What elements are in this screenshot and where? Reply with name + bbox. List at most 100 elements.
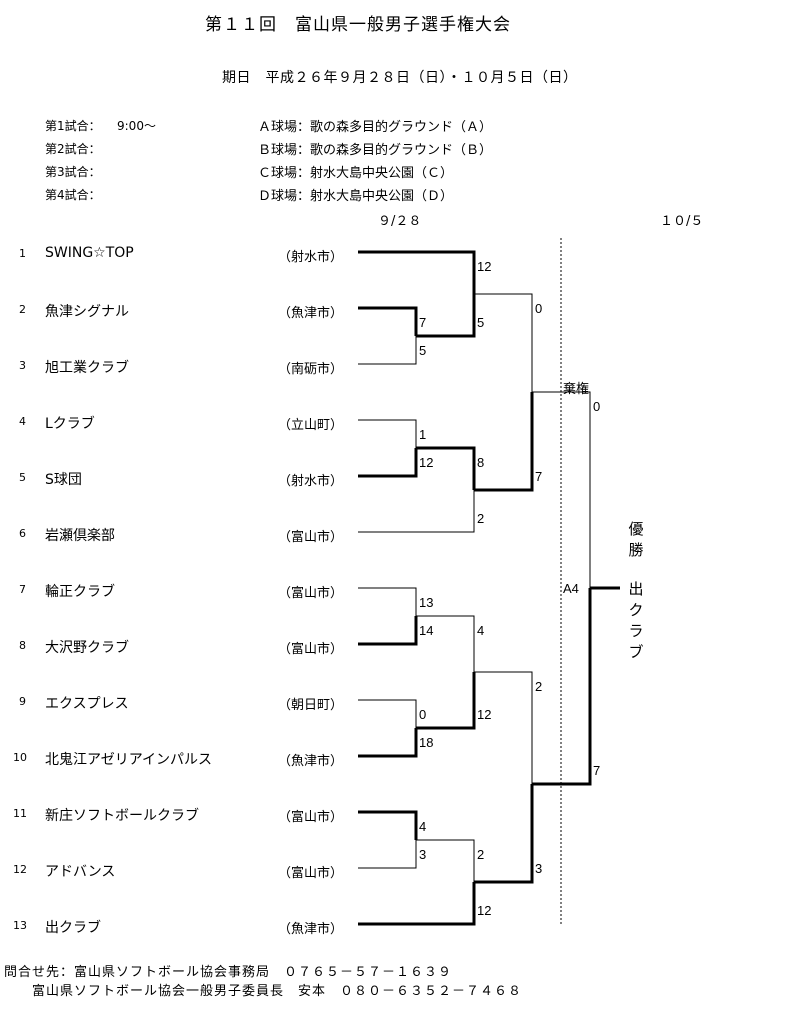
team-city: （朝日町） xyxy=(278,698,344,713)
line-team7 xyxy=(358,587,417,616)
line-team3 xyxy=(358,336,417,365)
team-name: 魚津シグナル xyxy=(45,304,129,320)
team-city: （富山市） xyxy=(278,530,344,545)
team-name: 新庄ソフトボールクラブ xyxy=(45,808,199,824)
line-r1c-winner xyxy=(416,615,475,672)
score-team10: 18 xyxy=(419,735,434,750)
line-r2d-winner xyxy=(474,784,534,884)
team-number: 8 xyxy=(19,639,26,652)
line-team10 xyxy=(358,728,418,758)
team-number: 12 xyxy=(13,863,27,876)
team-city: （富山市） xyxy=(278,866,344,881)
game-1-label: 第1試合： xyxy=(45,119,101,133)
team-name: 大沢野クラブ xyxy=(45,640,129,656)
team-name: 輪正クラブ xyxy=(45,584,115,600)
team-city: （富山市） xyxy=(278,586,344,601)
score-team3: 5 xyxy=(419,343,427,358)
score-r2b-bottom: 2 xyxy=(477,511,485,526)
venue-c: Ｃ球場：射水大島中央公園（Ｃ） xyxy=(258,166,454,181)
score-r2d-bottom: 12 xyxy=(477,903,492,918)
team-number: 11 xyxy=(13,807,27,820)
team-city: （南砺市） xyxy=(278,362,344,377)
line-r2b-winner xyxy=(474,392,534,492)
line-r1b-winner xyxy=(416,446,476,490)
line-team2 xyxy=(358,306,418,336)
line-sf2-winner xyxy=(532,588,592,786)
score-r2c-top: 4 xyxy=(477,623,485,638)
venue-d: Ｄ球場：射水大島中央公園（Ｄ） xyxy=(258,189,454,204)
date-day2: １０/５ xyxy=(660,214,704,229)
score-team4: 1 xyxy=(419,427,427,442)
team-number: 13 xyxy=(13,919,27,932)
score-team5: 12 xyxy=(419,455,434,470)
score-sf2-bottom: 3 xyxy=(535,861,543,876)
venue-b: Ｂ球場：歌の森多目的グラウンド（Ｂ） xyxy=(258,143,493,158)
champion-heading: 優勝 xyxy=(628,520,644,559)
team-number: 6 xyxy=(19,527,26,540)
score-team7: 13 xyxy=(419,595,434,610)
score-sf1-bottom: 7 xyxy=(535,469,543,484)
forfeit-label: 棄権 xyxy=(563,382,590,397)
score-team12: 3 xyxy=(419,847,427,862)
game-2-label: 第2試合： xyxy=(45,142,101,156)
team-name: SWING☆TOP xyxy=(45,245,134,261)
line-team8 xyxy=(358,616,418,646)
game-3-label: 第3試合： xyxy=(45,165,101,179)
score-team9: 0 xyxy=(419,707,427,722)
contact-chair: 富山県ソフトボール協会一般男子委員長 安本 ０８０－６３５２－７４６８ xyxy=(32,984,523,999)
tournament-dates: 期日 平成２６年９月２８日（日）・１０月５日（日） xyxy=(222,70,578,86)
line-team6 xyxy=(358,490,475,533)
score-team11: 4 xyxy=(419,819,427,834)
team-name: S球団 xyxy=(45,472,82,488)
line-team1 xyxy=(358,250,476,294)
line-r2c-winner xyxy=(474,671,533,784)
team-number: 9 xyxy=(19,695,26,708)
score-sf2-top: 2 xyxy=(535,679,543,694)
champion-team: 出クラブ xyxy=(628,580,644,661)
team-number: 4 xyxy=(19,415,26,428)
field-code: A4 xyxy=(563,581,579,596)
date-day1: ９/２８ xyxy=(378,214,422,229)
line-r1e-winner xyxy=(416,839,475,882)
team-city: （富山市） xyxy=(278,642,344,657)
contact-office: 問合せ先：富山県ソフトボール協会事務局 ０７６５－５７－１６３９ xyxy=(4,965,453,980)
score-team2: 7 xyxy=(419,315,427,330)
team-number: 3 xyxy=(19,359,26,372)
line-team9 xyxy=(358,699,417,728)
score-r2a-top: 12 xyxy=(477,259,492,274)
team-city: （富山市） xyxy=(278,810,344,825)
team-city: （射水市） xyxy=(278,250,344,265)
venue-a: Ａ球場：歌の森多目的グラウンド（Ａ） xyxy=(258,120,493,135)
team-number: 5 xyxy=(19,471,26,484)
team-city: （射水市） xyxy=(278,474,344,489)
line-team4 xyxy=(358,419,417,448)
score-team8: 14 xyxy=(419,623,434,638)
line-r1a-winner xyxy=(416,294,476,338)
line-team5 xyxy=(358,448,418,478)
score-r2a-bottom: 5 xyxy=(477,315,485,330)
team-city: （魚津市） xyxy=(278,306,344,321)
line-team12 xyxy=(358,840,417,869)
line-sf1-winner xyxy=(532,391,591,588)
page-title: 第１１回 富山県一般男子選手権大会 xyxy=(205,15,511,35)
line-r1d-winner xyxy=(416,672,476,730)
score-final-bottom: 7 xyxy=(593,763,601,778)
score-r2d-top: 2 xyxy=(477,847,485,862)
team-number: 7 xyxy=(19,583,26,596)
team-name: 岩瀬倶楽部 xyxy=(45,528,115,544)
team-number: 10 xyxy=(13,751,27,764)
team-city: （立山町） xyxy=(278,418,344,433)
score-final-top: 0 xyxy=(593,399,601,414)
team-city: （魚津市） xyxy=(278,922,344,937)
game-4-label: 第4試合： xyxy=(45,188,101,202)
team-name: 旭工業クラブ xyxy=(45,360,129,376)
team-name: エクスプレス xyxy=(45,696,129,712)
team-name: 出クラブ xyxy=(45,920,101,936)
team-number: 2 xyxy=(19,303,26,316)
game-1-time: 9:00～ xyxy=(117,119,156,133)
line-team13 xyxy=(358,882,476,926)
team-number: 1 xyxy=(19,247,26,260)
team-name: 北鬼江アゼリアインパルス xyxy=(45,752,213,768)
score-r2b-top: 8 xyxy=(477,455,485,470)
